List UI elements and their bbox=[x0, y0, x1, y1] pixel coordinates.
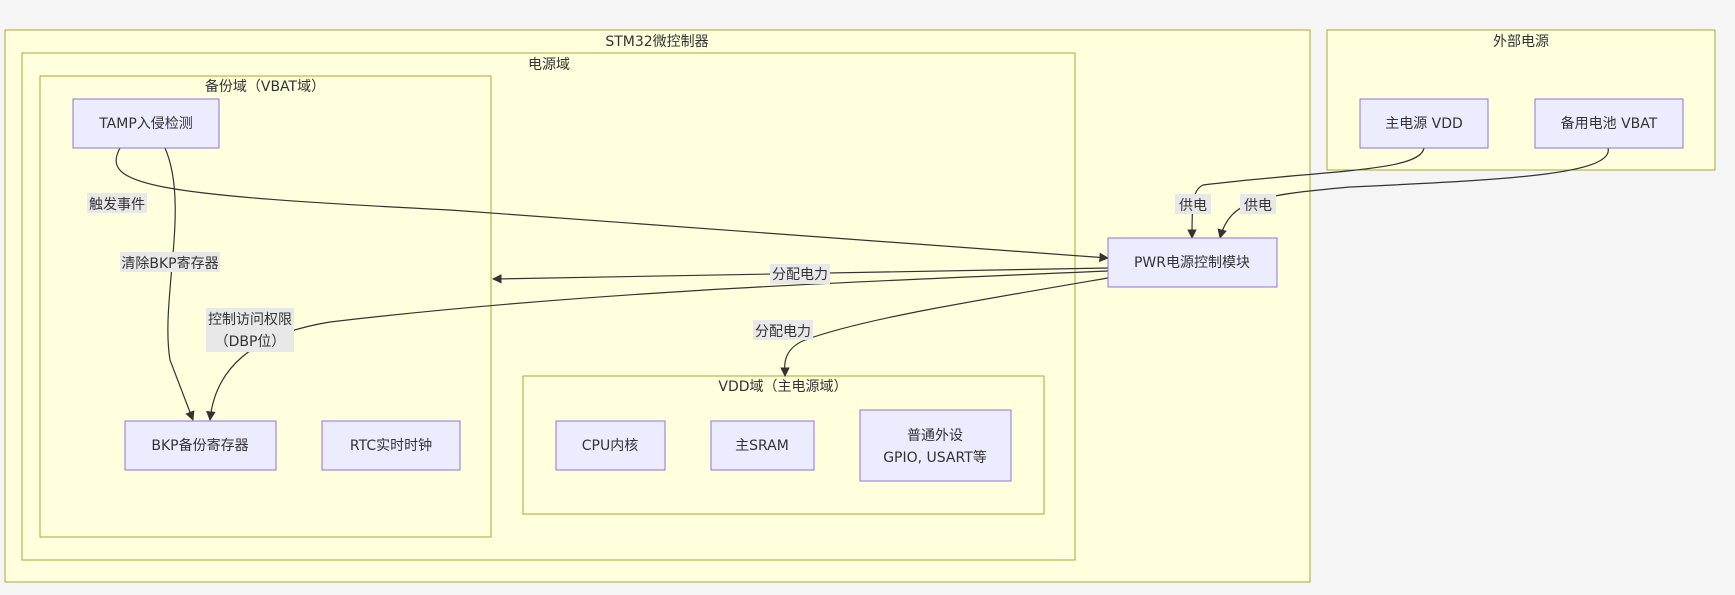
cluster-power-domain-title: 电源域 bbox=[528, 57, 570, 73]
node-cpu[interactable]: CPU内核 bbox=[555, 420, 666, 471]
node-rtc[interactable]: RTC实时时钟 bbox=[321, 420, 461, 471]
node-pwr[interactable]: PWR电源控制模块 bbox=[1107, 237, 1278, 288]
edge-label-supply-vdd: 供电 bbox=[1175, 194, 1211, 214]
edge-label-trigger-text: 触发事件 bbox=[89, 197, 145, 213]
edge-pwr-to-vdd-domain bbox=[780, 277, 1109, 377]
edge-label-dist-backup: 分配电力 bbox=[770, 264, 830, 284]
node-sram[interactable]: 主SRAM bbox=[710, 420, 815, 471]
edge-label-access-line2: （DBP位） bbox=[215, 334, 286, 350]
edge-label-dist-vdd: 分配电力 bbox=[753, 320, 813, 340]
node-vdd[interactable]: 主电源 VDD bbox=[1359, 98, 1489, 149]
node-tamp[interactable]: TAMP入侵检测 bbox=[72, 98, 220, 149]
edge-label-clear: 清除BKP寄存器 bbox=[120, 252, 220, 272]
cluster-backup-domain-title: 备份域（VBAT域） bbox=[205, 78, 325, 95]
edge-label-dist-vdd-text: 分配电力 bbox=[755, 324, 811, 340]
cluster-vdd-domain-title: VDD域（主电源域） bbox=[718, 379, 847, 395]
node-periph-line1: 普通外设 bbox=[907, 428, 963, 444]
node-pwr-label: PWR电源控制模块 bbox=[1134, 255, 1250, 271]
edge-label-supply-vbat: 供电 bbox=[1240, 194, 1276, 214]
node-sram-label: 主SRAM bbox=[735, 438, 789, 454]
node-cpu-label: CPU内核 bbox=[582, 438, 638, 454]
edge-pwr-to-bkp bbox=[206, 270, 1109, 421]
edge-label-clear-text: 清除BKP寄存器 bbox=[121, 255, 218, 272]
node-rtc-label: RTC实时时钟 bbox=[350, 437, 432, 454]
node-bkp[interactable]: BKP备份寄存器 bbox=[124, 420, 277, 471]
edge-label-access: 控制访问权限 （DBP位） bbox=[206, 308, 294, 352]
node-vbat-label: 备用电池 VBAT bbox=[1561, 115, 1658, 132]
cluster-stm32-title: STM32微控制器 bbox=[605, 34, 708, 50]
node-vbat[interactable]: 备用电池 VBAT bbox=[1534, 98, 1684, 149]
edge-tamp-to-pwr bbox=[115, 147, 1109, 263]
node-bkp-label: BKP备份寄存器 bbox=[151, 437, 248, 454]
edge-label-supply-vdd-text: 供电 bbox=[1179, 198, 1207, 214]
edge-label-trigger: 触发事件 bbox=[87, 193, 147, 213]
node-periph[interactable]: 普通外设 GPIO, USART等 bbox=[859, 409, 1012, 482]
node-periph-line2: GPIO, USART等 bbox=[883, 449, 987, 466]
node-vdd-label: 主电源 VDD bbox=[1385, 116, 1463, 132]
edge-label-supply-vbat-text: 供电 bbox=[1244, 198, 1272, 214]
edge-label-access-line1: 控制访问权限 bbox=[208, 312, 292, 328]
cluster-external-power-title: 外部电源 bbox=[1493, 34, 1549, 50]
node-tamp-label: TAMP入侵检测 bbox=[98, 115, 193, 132]
edge-label-dist-backup-text: 分配电力 bbox=[772, 267, 828, 283]
